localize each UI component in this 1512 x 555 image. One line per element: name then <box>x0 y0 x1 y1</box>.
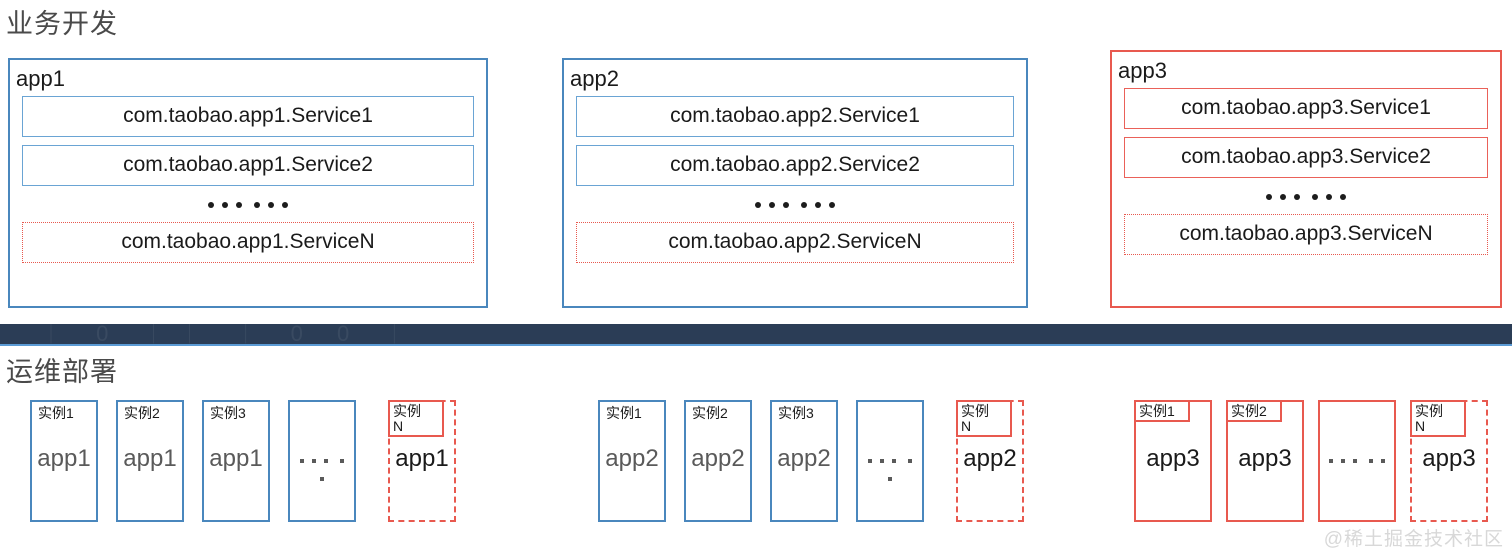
instance-label: 实例1 <box>606 405 642 421</box>
instance-ellipsis <box>290 452 354 488</box>
app-panel-app2: app2 com.taobao.app2.Service1 com.taobao… <box>562 58 1028 308</box>
instance-group-app1: 实例1 app1 实例2 app1 实例3 app1 实例 N app1 <box>30 400 480 522</box>
instance-box[interactable]: 实例3 app2 <box>770 400 838 522</box>
instance-app-name: app1 <box>123 445 177 472</box>
app-panel-title: app1 <box>16 66 65 91</box>
instance-label: 实例1 <box>1134 400 1190 422</box>
instance-app-name: app3 <box>1146 445 1200 472</box>
app-panel-title: app3 <box>1118 58 1167 83</box>
instance-ellipsis <box>1320 452 1394 470</box>
section-heading-operations: 运维部署 <box>6 357 118 387</box>
service-box[interactable]: com.taobao.app3.Service2 <box>1124 137 1488 178</box>
section-separator-bar: ｜ 0 ｜｜ ｜ 0 0 ｜ <box>0 324 1512 346</box>
instance-group-app2: 实例1 app2 实例2 app2 实例3 app2 实例 N app2 <box>598 400 1048 522</box>
service-list: com.taobao.app3.Service1 com.taobao.app3… <box>1112 82 1500 255</box>
instance-app-name: app2 <box>963 445 1017 472</box>
instance-ellipsis <box>858 452 922 488</box>
service-box[interactable]: com.taobao.app1.Service1 <box>22 96 474 137</box>
instance-app-name: app2 <box>777 445 831 472</box>
instance-box[interactable]: 实例3 app1 <box>202 400 270 522</box>
instance-box[interactable]: 实例1 app1 <box>30 400 98 522</box>
services-ellipsis <box>22 194 474 216</box>
service-box[interactable]: com.taobao.app2.Service2 <box>576 145 1014 186</box>
instance-box-ellipsis <box>1318 400 1396 522</box>
instance-app-name: app1 <box>209 445 263 472</box>
instance-label: 实例1 <box>38 405 74 421</box>
instance-box-ellipsis <box>288 400 356 522</box>
service-list: com.taobao.app1.Service1 com.taobao.app1… <box>10 90 486 263</box>
instance-app-name: app3 <box>1422 445 1476 472</box>
section-heading-development: 业务开发 <box>6 9 118 39</box>
service-box-n[interactable]: com.taobao.app2.ServiceN <box>576 222 1014 263</box>
instance-box[interactable]: 实例2 app3 <box>1226 400 1304 522</box>
instance-box[interactable]: 实例2 app1 <box>116 400 184 522</box>
instance-box-ellipsis <box>856 400 924 522</box>
instance-label: 实例2 <box>692 405 728 421</box>
app-panel-title: app2 <box>570 66 619 91</box>
instance-label: 实例3 <box>210 405 246 421</box>
instance-box-n[interactable]: 实例 N app2 <box>956 400 1024 522</box>
instance-box-n[interactable]: 实例 N app1 <box>388 400 456 522</box>
instance-label: 实例2 <box>1226 400 1282 422</box>
instance-app-name: app1 <box>37 445 91 472</box>
service-box-n[interactable]: com.taobao.app1.ServiceN <box>22 222 474 263</box>
instance-app-name: app3 <box>1238 445 1292 472</box>
instance-app-name: app2 <box>691 445 745 472</box>
instance-label-n: 实例 N <box>388 400 444 437</box>
watermark: @稀土掘金技术社区 <box>1323 529 1504 550</box>
services-ellipsis <box>576 194 1014 216</box>
instance-app-name: app1 <box>395 445 449 472</box>
instance-box[interactable]: 实例1 app2 <box>598 400 666 522</box>
instance-label-n: 实例 N <box>1410 400 1466 437</box>
instance-label: 实例2 <box>124 405 160 421</box>
service-box[interactable]: com.taobao.app3.Service1 <box>1124 88 1488 129</box>
instance-label: 实例3 <box>778 405 814 421</box>
instance-box[interactable]: 实例2 app2 <box>684 400 752 522</box>
app-panel-app1: app1 com.taobao.app1.Service1 com.taobao… <box>8 58 488 308</box>
app-panel-app3: app3 com.taobao.app3.Service1 com.taobao… <box>1110 50 1502 308</box>
instance-group-app3: 实例1 app3 实例2 app3 实例 N app3 <box>1134 400 1504 522</box>
service-box[interactable]: com.taobao.app1.Service2 <box>22 145 474 186</box>
service-box-n[interactable]: com.taobao.app3.ServiceN <box>1124 214 1488 255</box>
services-ellipsis <box>1124 186 1488 208</box>
instance-box-n[interactable]: 实例 N app3 <box>1410 400 1488 522</box>
instance-app-name: app2 <box>605 445 659 472</box>
separator-ghost-text: ｜ 0 ｜｜ ｜ 0 0 ｜ <box>40 324 420 344</box>
instance-box[interactable]: 实例1 app3 <box>1134 400 1212 522</box>
service-box[interactable]: com.taobao.app2.Service1 <box>576 96 1014 137</box>
instance-label-n: 实例 N <box>956 400 1012 437</box>
service-list: com.taobao.app2.Service1 com.taobao.app2… <box>564 90 1026 263</box>
